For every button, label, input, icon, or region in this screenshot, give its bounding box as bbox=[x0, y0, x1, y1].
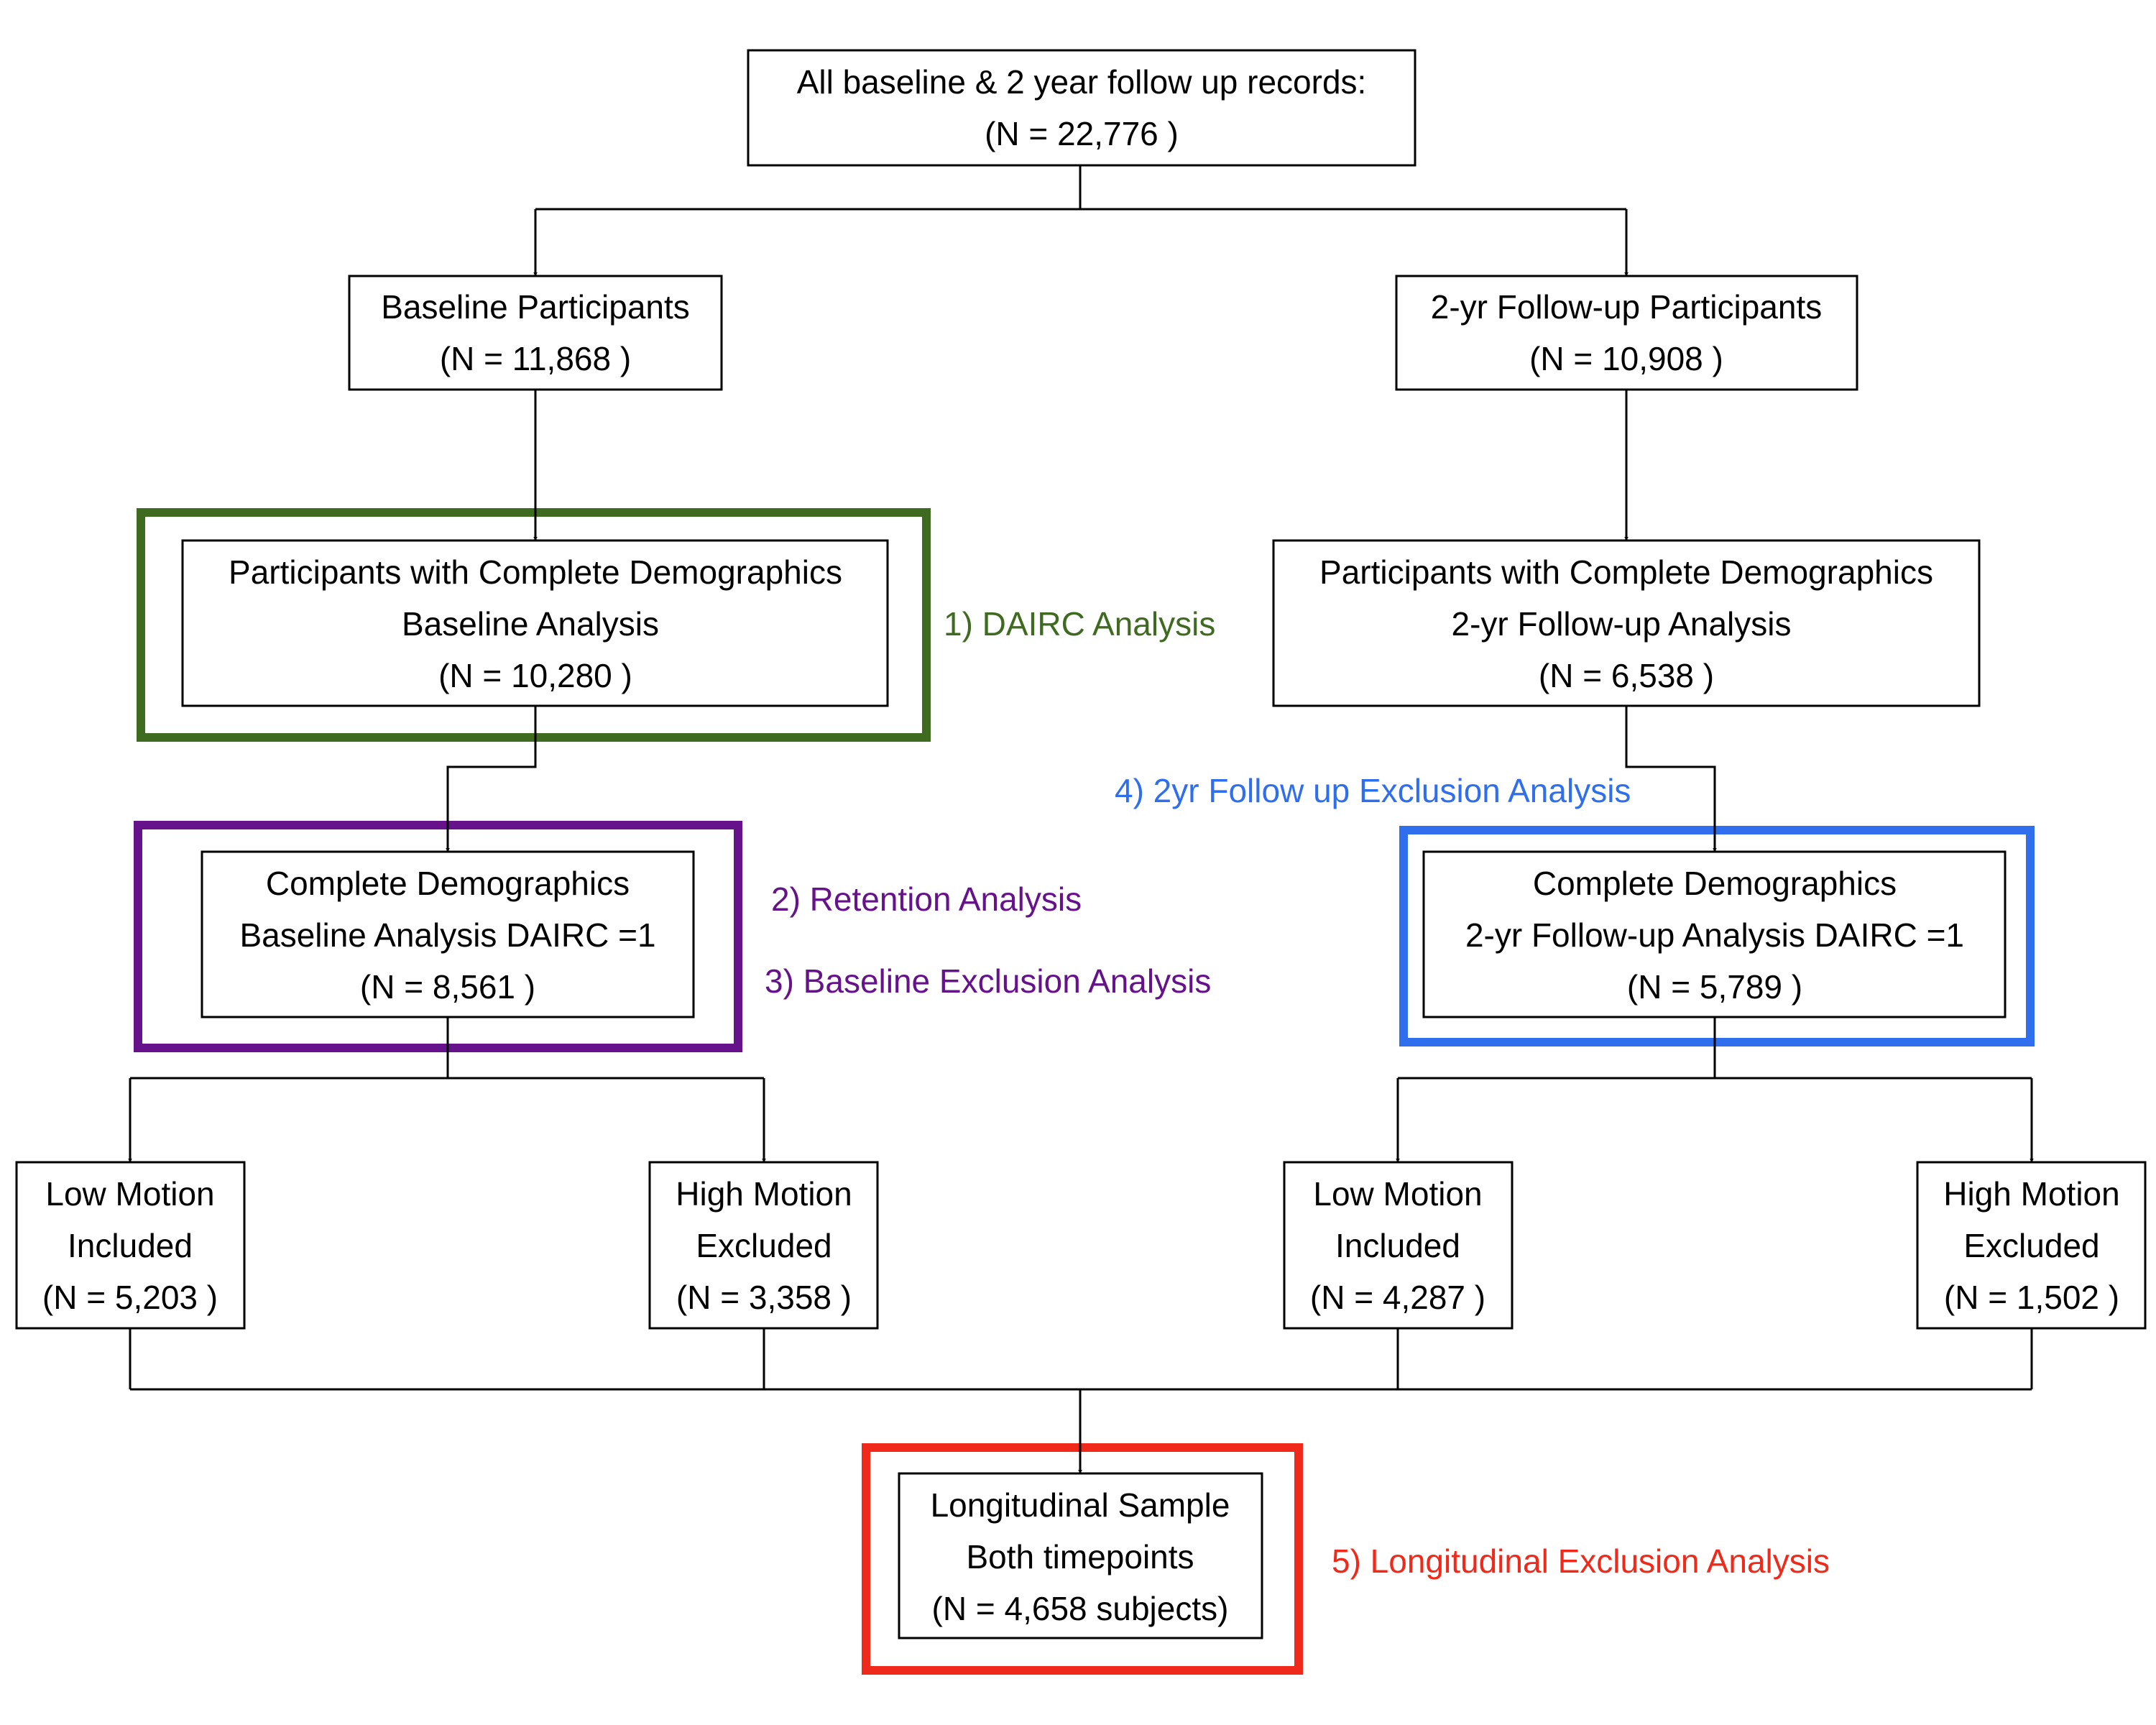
box-line: (N = 10,280 ) bbox=[438, 657, 632, 694]
box-line: (N = 22,776 ) bbox=[985, 115, 1179, 152]
box-line: (N = 5,203 ) bbox=[42, 1279, 218, 1316]
box-line: Participants with Complete Demographics bbox=[229, 553, 842, 591]
connector-line bbox=[446, 706, 537, 852]
box-line: Excluded bbox=[1963, 1227, 2099, 1264]
followup-exclusion-frame bbox=[1399, 826, 2035, 1046]
box-followup-complete-demographics: Participants with Complete Demographics … bbox=[1272, 539, 1981, 707]
retention-analysis-label: 2) Retention Analysis bbox=[771, 880, 1082, 918]
connector-line bbox=[1625, 706, 1717, 852]
box-line: Baseline Analysis bbox=[402, 605, 659, 643]
baseline-exclusion-label: 3) Baseline Exclusion Analysis bbox=[765, 962, 1211, 1000]
box-line: Included bbox=[1335, 1227, 1460, 1264]
box-line: Both timepoints bbox=[966, 1538, 1194, 1576]
box-line: (N = 5,789 ) bbox=[1627, 968, 1802, 1006]
box-line: All baseline & 2 year follow up records: bbox=[797, 63, 1367, 101]
box-line: Low Motion bbox=[45, 1175, 214, 1213]
box-line: (N = 4,658 subjects) bbox=[932, 1590, 1229, 1627]
retention-analysis-frame bbox=[134, 821, 742, 1052]
box-line: Included bbox=[68, 1227, 193, 1264]
box-line: (N = 6,538 ) bbox=[1539, 657, 1714, 694]
box-line: Baseline Participants bbox=[381, 288, 690, 326]
box-line: Complete Demographics bbox=[1533, 865, 1897, 902]
box-line: 2-yr Follow-up Analysis bbox=[1452, 605, 1792, 643]
box-line: (N = 1,502 ) bbox=[1944, 1279, 2119, 1316]
box-line: 2-yr Follow-up Analysis DAIRC =1 bbox=[1465, 916, 1964, 954]
box-line: Longitudinal Sample bbox=[931, 1486, 1230, 1524]
box-line: Excluded bbox=[696, 1227, 831, 1264]
box-line: Complete Demographics bbox=[266, 865, 630, 902]
box-line: (N = 8,561 ) bbox=[360, 968, 535, 1006]
box-followup-participants: 2-yr Follow-up Participants (N = 10,908 … bbox=[1395, 275, 1858, 391]
followup-exclusion-label: 4) 2yr Follow up Exclusion Analysis bbox=[1115, 772, 1631, 809]
longitudinal-exclusion-frame bbox=[862, 1443, 1303, 1675]
box-line: Low Motion bbox=[1313, 1175, 1482, 1213]
box-line: Baseline Analysis DAIRC =1 bbox=[239, 916, 655, 954]
box-line: 2-yr Follow-up Participants bbox=[1431, 288, 1823, 326]
box-baseline-dairc: Complete Demographics Baseline Analysis … bbox=[201, 850, 695, 1018]
box-line: (N = 10,908 ) bbox=[1529, 340, 1723, 377]
box-line: (N = 11,868 ) bbox=[440, 340, 631, 377]
box-line: (N = 4,287 ) bbox=[1310, 1279, 1485, 1316]
connectors bbox=[128, 165, 2034, 1474]
box-line: Participants with Complete Demographics bbox=[1319, 553, 1933, 591]
dairc-analysis-label: 1) DAIRC Analysis bbox=[944, 605, 1215, 643]
box-followup-high-motion: High Motion Excluded (N = 1,502 ) bbox=[1916, 1161, 2147, 1330]
longitudinal-exclusion-label: 5) Longitudinal Exclusion Analysis bbox=[1332, 1542, 1830, 1580]
box-line: High Motion bbox=[676, 1175, 852, 1213]
box-baseline-participants: Baseline Participants (N = 11,868 ) bbox=[348, 275, 723, 391]
dairc-analysis-frame bbox=[137, 508, 931, 742]
box-longitudinal-sample: Longitudinal Sample Both timepoints (N =… bbox=[898, 1472, 1263, 1639]
box-followup-low-motion: Low Motion Included (N = 4,287 ) bbox=[1283, 1161, 1514, 1330]
box-baseline-low-motion: Low Motion Included (N = 5,203 ) bbox=[15, 1161, 246, 1330]
box-baseline-complete-demographics: Participants with Complete Demographics … bbox=[181, 539, 889, 707]
box-followup-dairc: Complete Demographics 2-yr Follow-up Ana… bbox=[1422, 850, 2007, 1018]
box-baseline-high-motion: High Motion Excluded (N = 3,358 ) bbox=[648, 1161, 879, 1330]
box-line: High Motion bbox=[1943, 1175, 2119, 1213]
box-line: (N = 3,358 ) bbox=[676, 1279, 852, 1316]
box-all-records: All baseline & 2 year follow up records:… bbox=[747, 49, 1416, 167]
